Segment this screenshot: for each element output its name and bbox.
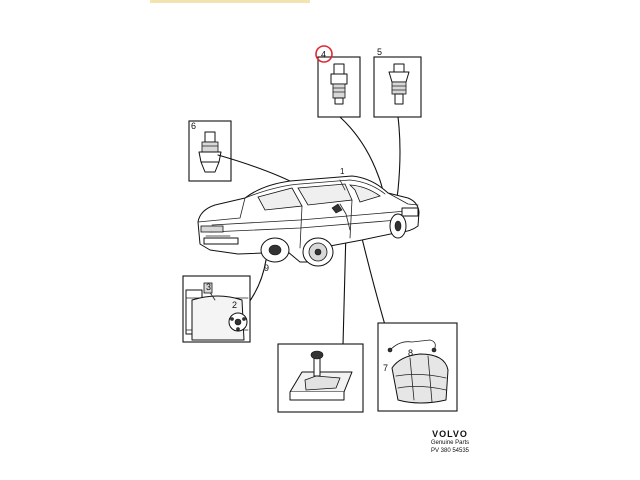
car-illustration: 1 [197, 167, 420, 267]
brand-code: PV 380 54535 [430, 448, 470, 454]
part-box-5[interactable] [373, 56, 422, 118]
top-stripe [150, 0, 310, 3]
callout-4: 4 [321, 50, 326, 60]
callout-1: 1 [340, 167, 345, 176]
callout-9: 9 [264, 263, 269, 273]
callout-2: 2 [232, 300, 237, 310]
callout-5: 5 [377, 47, 382, 57]
part-box-6[interactable] [188, 120, 232, 182]
callout-6: 6 [191, 121, 196, 131]
callout-4-highlight [315, 45, 333, 63]
brand-subtitle: Genuine Parts [430, 440, 470, 446]
part-box-2-3[interactable] [182, 275, 251, 343]
brand-block: VOLVO Genuine Parts PV 380 54535 [407, 429, 493, 455]
callout-3: 3 [206, 282, 211, 292]
callout-7: 7 [383, 363, 388, 373]
callout-8: 8 [408, 348, 413, 358]
part-box-7-8[interactable] [377, 322, 458, 412]
part-box-4[interactable] [317, 56, 361, 118]
brand-logo-text: VOLVO [432, 429, 468, 439]
part-box-gear-selector[interactable] [277, 343, 364, 413]
